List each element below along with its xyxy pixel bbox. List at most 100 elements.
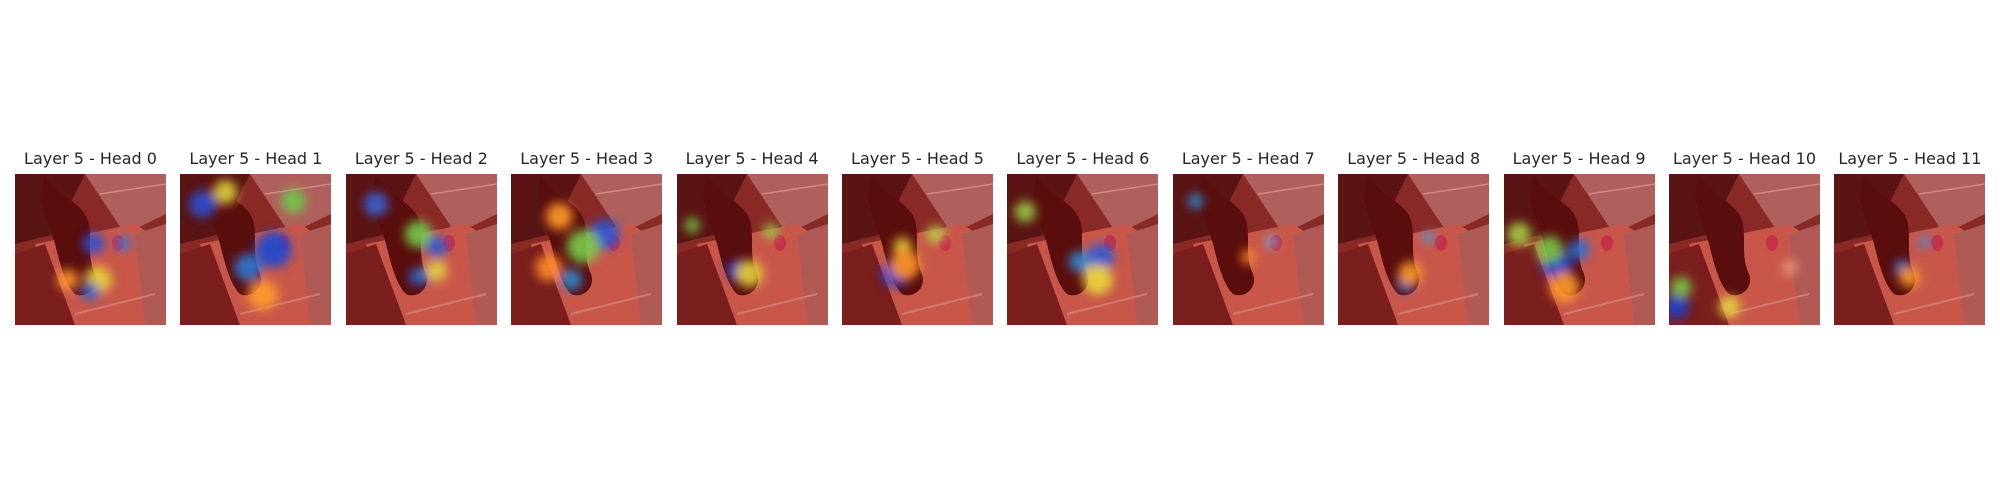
scene-cabinet-top [1904,174,1986,234]
panel-title: Layer 5 - Head 11 [1838,149,1982,168]
scene-edge [1894,293,1975,315]
attention-hotspot [82,232,105,255]
panel-title: Layer 5 - Head 8 [1347,149,1481,168]
attention-hotspot [684,217,700,233]
scene-wall [796,224,828,325]
scene-cabinet-side [1007,244,1068,325]
scene-edge [1257,183,1324,195]
scene-wall [1292,224,1324,325]
attention-hotspot [1069,251,1091,273]
scene-edge [74,293,156,315]
scene-edge [265,183,332,195]
scene-edge [1728,293,1810,315]
attention-hotspot [1918,235,1932,248]
attention-hotspot [57,269,79,291]
attention-hotspot [116,235,132,252]
scene-edge [1563,293,1644,315]
scene-cabinet-side [345,244,406,325]
attention-hotspot [425,260,447,282]
attention-hotspot [1264,235,1277,248]
scene-cabinet-top [1242,174,1324,234]
attention-heatmap-image [1338,174,1490,325]
scene-cabinet-top [1077,174,1159,234]
attention-hotspot [234,254,262,282]
scene-cabinet-top [581,174,663,234]
scene-edge [736,293,817,315]
attention-hotspot [409,267,428,286]
panel-title: Layer 5 - Head 4 [685,149,819,168]
scene-cabinet-top [1408,174,1490,234]
attention-hotspot [1782,260,1798,276]
attention-heatmap-image [676,174,828,325]
pink-object [1766,235,1778,251]
attention-hotspot [1422,231,1435,244]
attention-heatmap-image [1669,174,1820,325]
attention-hotspot [1087,243,1115,271]
attention-hotspot [1669,294,1689,319]
robot-arm-silhouette [1695,174,1750,296]
attention-heatmap-image [1007,174,1159,325]
scene-cabinet-side [1338,244,1399,325]
panel-title: Layer 5 - Head 10 [1672,149,1817,168]
scene-edge [99,183,166,195]
attention-heatmap-image [1834,174,1986,325]
scene-wall [300,224,332,325]
pink-object [1931,235,1944,251]
scene-wall [962,224,993,325]
scene-wall [1954,224,1986,325]
attention-hotspot [1187,193,1203,209]
attention-hotspot [1082,264,1114,295]
attention-hotspot [926,225,945,244]
scene-edge [596,183,663,195]
attention-heatmap-image [345,174,497,325]
scene-edge [240,293,321,315]
attention-hotspot [1240,249,1256,265]
panel-title: Layer 5 - Head 1 [189,149,323,168]
scene-edge [1423,183,1490,195]
scene-cabinet-top [85,174,166,234]
attention-hotspot [567,229,601,264]
scene-edge [1067,293,1148,315]
scene-cabinet-top [746,174,828,234]
scene-edge [1232,293,1314,315]
scene-cabinet-side [842,244,902,325]
panel-title: Layer 5 - Head 7 [1181,149,1315,168]
scene-wall [631,224,663,325]
scene-cabinet-top [1739,174,1820,234]
scene-wall [1458,224,1490,325]
scene-edge [926,183,993,195]
scene-cabinet-side [180,244,241,325]
panel-title: Layer 5 - Head 5 [851,149,984,168]
scene-edge [1588,183,1655,195]
panel-title: Layer 5 - Head 6 [1016,149,1150,168]
scene-edge [761,183,828,195]
attention-hotspot [535,254,563,282]
attention-hotspot [363,192,389,217]
scene-cabinet-top [415,174,497,234]
scene-wall [1789,224,1820,325]
attention-hotspot [1548,272,1580,303]
attention-hotspot [255,231,293,268]
scene-cabinet-top [1573,174,1655,234]
attention-hotspot [735,260,763,288]
attention-heatmap-image [180,174,332,325]
attention-hotspot [1718,296,1740,318]
scene-wall [1623,224,1655,325]
robot-arm-silhouette [1199,174,1254,296]
scene-wall [135,224,166,325]
scene-cabinet-side [1172,244,1233,325]
scene-cabinet-top [912,174,993,234]
scene-cabinet-side [511,244,572,325]
pink-object [1435,235,1448,251]
attention-hotspot [189,190,217,218]
attention-heatmap-image [1503,174,1655,325]
attention-hotspot [1014,201,1037,223]
scene-edge [901,293,983,315]
scene-edge [430,183,497,195]
scene-cabinet-side [1834,244,1895,325]
robot-arm-silhouette [41,174,96,296]
attention-hotspot [890,249,921,280]
attention-heatmap-image [1172,174,1324,325]
attention-hotspot [425,235,447,258]
